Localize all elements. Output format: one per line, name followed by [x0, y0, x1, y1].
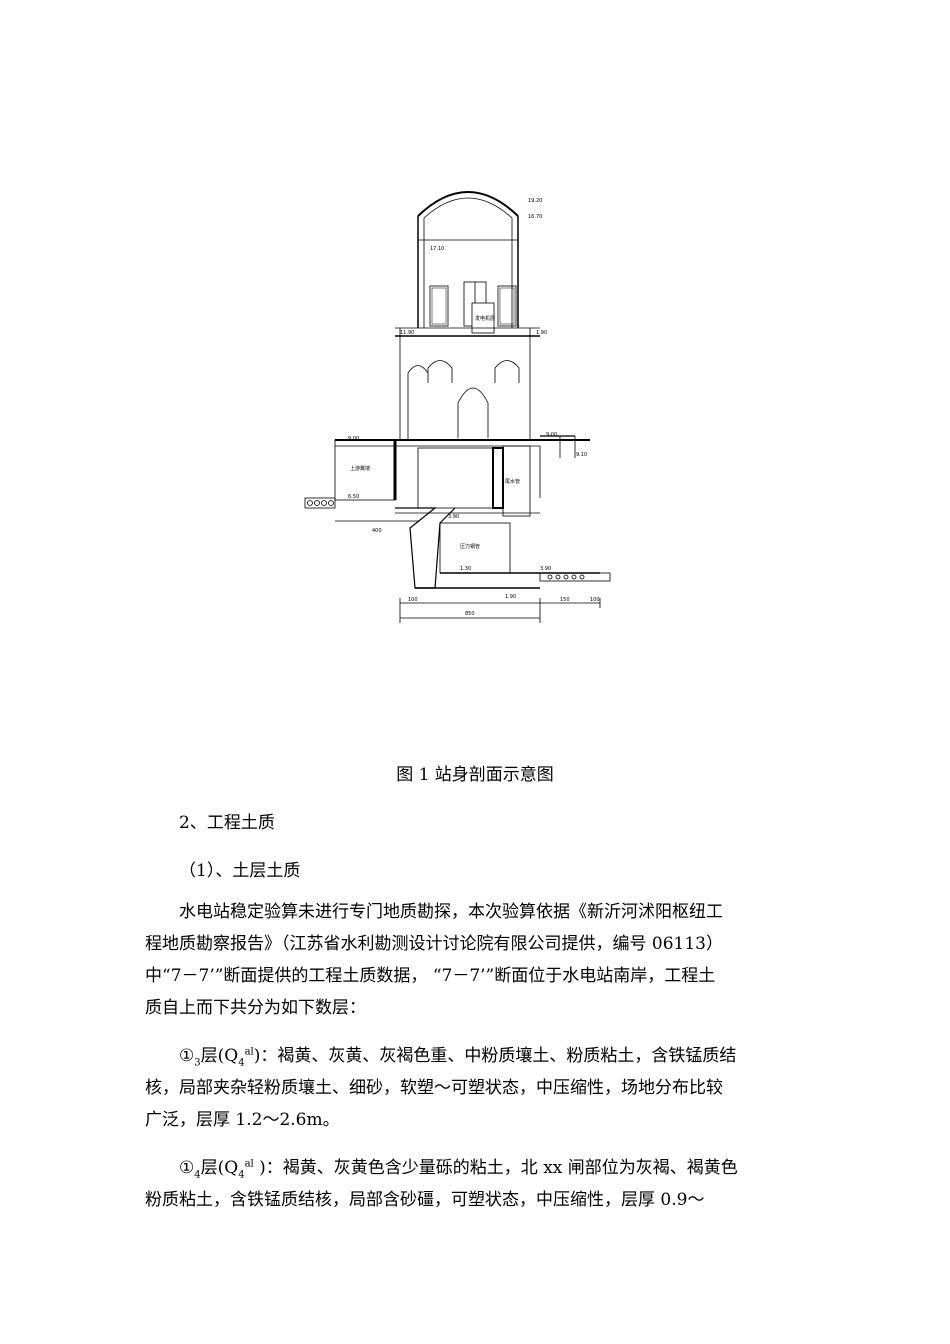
intro-paragraph: 水电站稳定验算未进行专门地质勘探，本次验算依据《新沂河沭阳枢纽工 程地质勘察报告…: [145, 896, 807, 1024]
label-dim-d: 100: [590, 597, 600, 603]
layer-2-line-1: ①4层(Q4al )：褐黄、灰黄色含少量砾的粘土，北 xx 闸部位为灰褐、褐黄色: [145, 1152, 807, 1184]
layer-1-q-sub: 4: [238, 1057, 245, 1069]
layer-2-q-sup: al: [244, 1158, 254, 1170]
layer-2-q-sub: 4: [238, 1169, 245, 1181]
figure-caption: 图 1 站身剖面示意图: [396, 765, 554, 785]
label-dim-a: 100: [408, 597, 418, 603]
layer-1-desc: )：褐黄、灰黄、灰褐色重、中粉质壤土、粉质粘土，含铁锰质结: [253, 1046, 737, 1066]
label-dim-b: 400: [372, 528, 382, 534]
label-el-dome: 16.70: [528, 214, 542, 220]
label-generator-room: 发电机层: [475, 315, 495, 322]
layer-2-sub: 4: [194, 1169, 201, 1181]
label-dim-total: 850: [465, 611, 475, 617]
intro-line-4: 质自上而下共分为如下数层：: [145, 998, 366, 1018]
intro-line-2: 程地质勘察报告》（江苏省水利勘测设计讨论院有限公司提供，编号 06113）: [145, 934, 723, 954]
label-el-mid: 17.10: [430, 246, 444, 252]
label-el-bot2: 1.90: [505, 594, 516, 600]
label-dim-c: 150: [560, 597, 570, 603]
intro-line-3: 中“7－7’”断面提供的工程土质数据， “7－7’”断面位于水电站南岸，工程土: [145, 966, 716, 986]
layer-2-line-2: 粉质粘土，含铁锰质结核，局部含砂礓，可塑状态，中压缩性，层厚 0.9～: [145, 1190, 705, 1210]
layer-1-q-sup: al: [244, 1046, 254, 1058]
label-el-crane: 1.90: [536, 330, 547, 336]
label-el-l1: 9.00: [348, 436, 359, 442]
layer-1-line-1: ①3层(Q4al)：褐黄、灰黄、灰褐色重、中粉质壤土、粉质粘土，含铁锰质结: [145, 1040, 807, 1072]
layer-1-paragraph: ①3层(Q4al)：褐黄、灰黄、灰褐色重、中粉质壤土、粉质粘土，含铁锰质结 核，…: [145, 1040, 807, 1136]
label-pipe-room: 压力钢管: [460, 543, 480, 550]
layer-1-sub: 3: [194, 1057, 201, 1069]
section-heading-2-1: （1）、土层土质: [179, 861, 301, 881]
hydropower-section-svg: 19.20 16.70 17.10 1.90 11.90 发电机层 9.00 6…: [304, 191, 611, 623]
label-el-l2: 6.50: [348, 494, 359, 500]
layer-2-desc: )：褐黄、灰黄色含少量砾的粘土，北 xx 闸部位为灰褐、褐黄色: [253, 1158, 738, 1178]
label-el-bot1: 3.90: [540, 566, 551, 572]
section-drawing: 19.20 16.70 17.10 1.90 11.90 发电机层 9.00 6…: [300, 178, 620, 628]
layer-1-line-3: 广泛，层厚 1.2～2.6m。: [145, 1110, 340, 1130]
label-draft-tube: 尾水管: [505, 478, 520, 485]
layer-2-label: 层(Q: [200, 1158, 239, 1178]
label-upstream: 上游翼墙: [350, 465, 370, 472]
section-heading-2: 2、工程土质: [179, 813, 275, 833]
label-el-low1: 3.90: [448, 514, 459, 520]
label-el-low2: 1.30: [460, 566, 471, 572]
label-el-top: 19.20: [528, 198, 542, 204]
label-el-r2: 9.10: [576, 452, 587, 458]
layer-2-marker: ①: [179, 1158, 195, 1178]
layer-1-label: 层(Q: [200, 1046, 239, 1066]
layer-2-paragraph: ①4层(Q4al )：褐黄、灰黄色含少量砾的粘土，北 xx 闸部位为灰褐、褐黄色…: [145, 1152, 807, 1216]
layer-1-marker: ①: [179, 1046, 195, 1066]
label-el-r1: 9.00: [546, 432, 557, 438]
intro-line-1: 水电站稳定验算未进行专门地质勘探，本次验算依据《新沂河沭阳枢纽工: [179, 902, 723, 922]
layer-1-line-2: 核，局部夹杂轻粉质壤土、细砂，软塑～可塑状态，中压缩性，场地分布比较: [145, 1078, 723, 1098]
label-el-left: 11.90: [400, 330, 414, 336]
